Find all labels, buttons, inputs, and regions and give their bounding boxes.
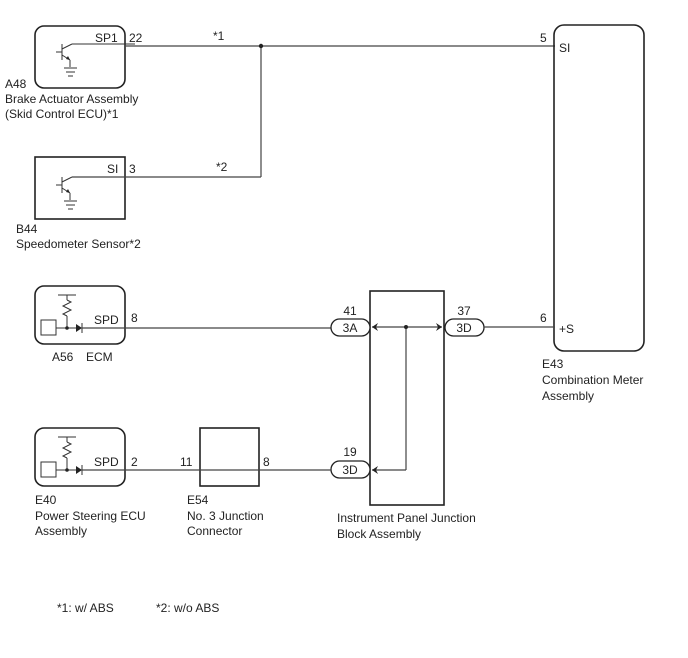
ground-icon [64,200,77,210]
splice-point [258,43,264,49]
e43-pin1-name: SI [559,41,570,55]
e54-box [199,427,260,487]
junction-block-box [369,290,445,506]
b44-pin-number: 3 [129,162,136,176]
a56-name: ECM [86,350,113,364]
ground-icon [64,67,77,77]
connector-3a-id: 3A [343,321,358,335]
component-e40: SPD 2 E40 Power Steering ECU Assembly [34,427,146,538]
a48-code: A48 [5,77,27,91]
footnote-2: *2: w/o ABS [156,601,219,615]
e40-box [34,427,126,487]
junction-block-name-line2: Block Assembly [337,527,421,541]
component-e54: 11 8 E54 No. 3 Junction Connector [180,427,270,538]
e43-pin2-name: +S [559,322,574,336]
wire-note-2: *2 [216,160,228,174]
diode-icon [76,323,83,333]
e54-code: E54 [187,493,209,507]
connector-3d-37-pin: 37 [457,304,471,318]
e40-code: E40 [35,493,57,507]
terminal-arrow-icon [372,323,378,331]
a48-pin-number: 22 [129,31,143,45]
a48-pin-name: SP1 [95,31,118,45]
e43-box [553,24,645,352]
resistor-icon [58,436,76,470]
component-a48: SP1 22 A48 Brake Actuator Assembly (Skid… [5,25,143,121]
connector-3d-19-id: 3D [342,463,358,477]
e43-name-line2: Assembly [542,389,594,403]
a56-box [34,285,126,345]
diode-icon [76,465,83,475]
footnote-1: *1: w/ ABS [57,601,114,615]
e43-code: E43 [542,357,564,371]
e54-name-line2: Connector [187,524,242,538]
output-box-icon [40,319,57,336]
e40-name-line2: Assembly [35,524,87,538]
e54-pin-out: 8 [263,455,270,469]
connector-3d-37-id: 3D [456,321,472,335]
connector-3a-pin: 41 [343,304,357,318]
a48-name-line2: (Skid Control ECU)*1 [5,107,119,121]
wire-si-bus: *1 *2 [72,29,555,178]
e40-pin-name: SPD [94,455,119,469]
e43-name-line1: Combination Meter [542,373,643,387]
component-e43: 5 SI 6 +S E43 Combination Meter Assembly [540,24,645,403]
terminal-arrow-icon [436,323,442,331]
b44-name-line1: Speedometer Sensor*2 [16,237,141,251]
connector-3d-19-pin: 19 [343,445,357,459]
b44-pin-name: SI [107,162,118,176]
output-box-icon [40,461,57,478]
a56-pin-number: 8 [131,311,138,325]
a48-box [34,25,126,89]
e54-pin-in: 11 [180,455,193,469]
e43-pin2-number: 6 [540,311,547,325]
a56-code: A56 [52,350,74,364]
e40-pin-number: 2 [131,455,138,469]
wire-note-1: *1 [213,29,225,43]
terminal-arrow-icon [372,466,378,474]
component-a56: SPD 8 A56 ECM [34,285,138,364]
e40-name-line1: Power Steering ECU [35,509,146,523]
b44-code: B44 [16,222,38,236]
component-b44: SI 3 B44 Speedometer Sensor*2 [16,156,141,251]
junction-block-name-line1: Instrument Panel Junction [337,511,476,525]
transistor-icon [56,43,135,67]
resistor-icon [58,294,76,328]
a56-pin-name: SPD [94,313,119,327]
b44-box [34,156,126,220]
e54-name-line1: No. 3 Junction [187,509,264,523]
a48-name-line1: Brake Actuator Assembly [5,92,138,106]
transistor-icon [56,176,73,200]
connector-3a [330,318,371,337]
e43-pin1-number: 5 [540,31,547,45]
component-junction-block: 3A 41 3D 37 3D 19 Instrument Panel Junct… [330,290,485,541]
